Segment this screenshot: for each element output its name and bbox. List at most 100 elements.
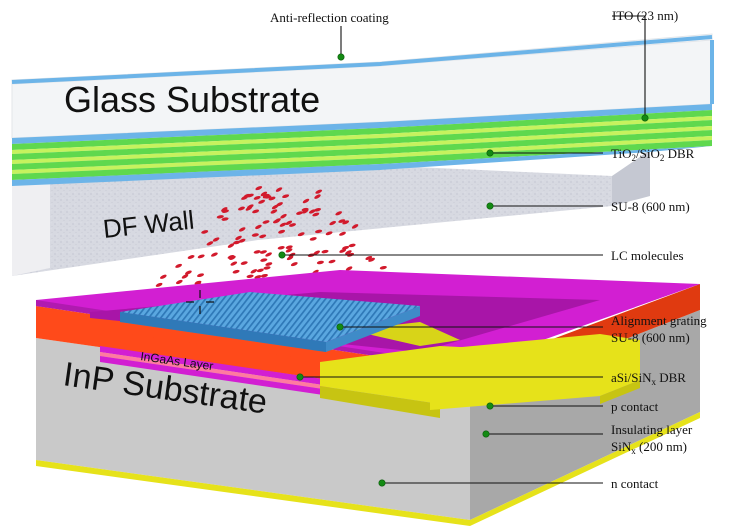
lc-molecule (233, 240, 241, 245)
lc-molecule (339, 248, 347, 253)
lc-molecule (316, 260, 324, 265)
lc-molecule (259, 250, 267, 254)
lc-molecule (379, 265, 387, 270)
lc-molecule (274, 218, 281, 223)
lc-molecule (246, 274, 254, 279)
lc-molecule (247, 204, 254, 209)
lc-molecule (262, 220, 270, 224)
lc-molecule (348, 243, 356, 248)
lc-molecule (301, 207, 309, 212)
lc-molecule (230, 261, 238, 266)
lc-molecule (285, 248, 293, 253)
crosshair-icon (186, 290, 214, 314)
p-contact (320, 322, 640, 418)
top-assembly (11, 33, 714, 276)
lc-molecule (253, 195, 261, 200)
leaders (278, 15, 649, 487)
su8-top-label: SU-8 (600 nm) (611, 199, 690, 214)
lc-molecule (238, 238, 246, 243)
lc-molecule (187, 255, 195, 259)
lc-molecule (313, 250, 320, 255)
lc-molecule (254, 275, 262, 279)
lc-molecule (315, 189, 323, 194)
lc-molecule (335, 211, 343, 216)
lc-molecule (216, 215, 224, 219)
lc-molecule (289, 223, 296, 227)
lc-molecule (243, 193, 251, 198)
lc-molecule (309, 237, 317, 241)
lc-molecule (255, 186, 263, 191)
lc-molecule (194, 280, 202, 285)
lc-molecule (315, 229, 323, 234)
lc-molecule (159, 274, 167, 279)
alignment-grating-top (120, 292, 420, 342)
lc-molecule (365, 255, 373, 261)
lc-molecule (197, 273, 204, 278)
lc-molecule (211, 252, 218, 257)
lc-molecule (232, 269, 240, 274)
df-wall-right-face (612, 150, 650, 206)
lc-molecule (206, 241, 214, 246)
insulating-layer-label: Insulating layer (611, 422, 693, 437)
lc-molecule (229, 255, 236, 261)
lc-molecule (235, 235, 242, 241)
insulating-sinx-label: SiNx (200 nm) (611, 439, 687, 456)
alignment-grating-label: Alignment grating (611, 313, 707, 328)
lc-molecule (321, 249, 329, 254)
lc-molecule (351, 224, 359, 229)
lc-molecule (345, 250, 352, 255)
lc-molecule (275, 187, 283, 192)
n-contact-label: n contact (611, 476, 659, 491)
lc-molecule (302, 198, 310, 204)
lc-molecule (155, 282, 163, 287)
lc-molecule (260, 258, 268, 262)
tio2-sio2-dbr-label: TiO2/SiO2 DBR (611, 146, 695, 163)
lc-molecule (313, 208, 322, 212)
anti-reflection-label: Anti-reflection coating (270, 10, 389, 25)
lc-molecule (286, 255, 294, 261)
lc-molecule (279, 222, 287, 227)
lc-molecule (282, 194, 290, 199)
lc-molecule (259, 234, 267, 239)
asi-sinx-dbr (100, 330, 330, 396)
lc-molecule (240, 261, 248, 265)
lc-molecule (265, 262, 273, 266)
lc-molecule (339, 231, 346, 236)
lc-molecule (368, 257, 375, 262)
lc-molecule (253, 250, 261, 254)
lc-molecule (175, 279, 183, 285)
lc-molecule (325, 231, 333, 236)
lc-molecule (308, 209, 316, 214)
lc-molecule (258, 199, 265, 204)
lc-molecule (297, 232, 305, 237)
asi-sinx-dbr-label: aSi/SiNx DBR (611, 370, 686, 387)
lc-molecule (227, 243, 235, 248)
lc-molecule (212, 237, 220, 242)
inp-substrate-front (36, 338, 470, 520)
lc-molecule (181, 274, 189, 279)
lc-molecule (328, 259, 336, 264)
lc-molecule (290, 262, 298, 267)
tio2-sio2-dbr (12, 104, 712, 186)
lc-molecule (314, 194, 321, 199)
lc-molecule (338, 219, 346, 223)
lc-molecule (197, 254, 205, 259)
lc-molecule (221, 217, 229, 221)
lc-molecule (342, 245, 350, 250)
anti-reflection-coating-edge (11, 35, 713, 84)
df-wall-front (12, 154, 612, 276)
lc-molecule (270, 209, 278, 214)
lc-molecule (185, 270, 192, 275)
lc-molecule (312, 212, 320, 217)
lc-molecule (251, 233, 259, 237)
alignment-grating-front-edge (120, 312, 326, 352)
lc-molecule (221, 207, 228, 212)
lc-molecule (285, 220, 293, 226)
lc-molecule (256, 268, 264, 273)
lc-molecule (238, 206, 245, 211)
alignment-grating-base (120, 306, 420, 352)
lc-molecule (345, 266, 353, 271)
lc-molecule (221, 209, 229, 213)
lc-molecule (342, 220, 350, 225)
